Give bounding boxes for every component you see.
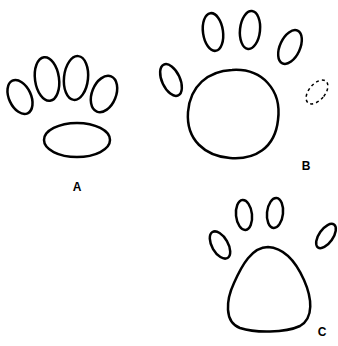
paw-print-b — [156, 10, 332, 158]
figure-letter: B — [302, 160, 311, 172]
figure-letter: A — [73, 181, 82, 193]
paw-print-c — [206, 197, 338, 331]
figure-letter: C — [318, 326, 327, 338]
paw-print-a — [2, 55, 122, 157]
